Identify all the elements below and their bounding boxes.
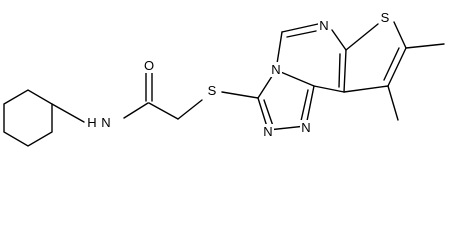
- atom-hydrogen-amide: H: [87, 115, 96, 130]
- methyl-bond-c9: [387, 85, 399, 121]
- triazole-c4a-n1: [305, 85, 315, 127]
- pyrimidine-c6a-c9a: [343, 49, 347, 93]
- bond-nitrogen-carbonyl: [123, 102, 149, 119]
- bond-methylene-sulfur: [177, 99, 203, 120]
- bond-lines: [3, 21, 445, 147]
- atom-nitrogen-bridgehead: N: [271, 62, 280, 77]
- atom-nitrogen-pyrimidine: N: [319, 18, 328, 33]
- triazole-n1-n2: [267, 125, 307, 131]
- atom-sulfur-thiophene: S: [381, 10, 390, 25]
- pyrimidine-n6-c6a: [331, 29, 347, 51]
- pyrimidine-c5-n6-double: [286, 30, 317, 38]
- pyrimidine-c5-n6: [281, 23, 319, 33]
- thiophene-c9-c9a: [343, 85, 389, 93]
- methyl-bond-c8: [405, 43, 445, 49]
- bond-cyclohexyl-nitrogen: [51, 103, 85, 123]
- thiophene-c8-c9: [387, 47, 407, 87]
- atom-oxygen-amide: O: [144, 58, 154, 73]
- pyrimidine-c9a-c4a: [313, 85, 345, 93]
- atom-nitrogen-amide: N: [101, 115, 110, 130]
- triazole-n4-c4a: [275, 69, 315, 87]
- atom-sulfur-thioether: S: [208, 83, 217, 98]
- triazole-c3-n2-double: [263, 99, 274, 127]
- chemical-structure-diagram: O H N S N N N N S: [3, 10, 445, 147]
- atom-labels: O H N S N N N N S: [86, 10, 391, 139]
- thiophene-c8-c9-double: [383, 47, 400, 81]
- bond-sulfur-triazole: [221, 91, 259, 99]
- bond-carbonyl-methylene: [148, 102, 179, 120]
- thiophene-c6a-s7: [345, 23, 379, 51]
- thiophene-s7-c8: [393, 21, 407, 49]
- thiophene-c9a-c6a-inner: [338, 53, 341, 88]
- atom-nitrogen-triazole-1: N: [301, 120, 310, 135]
- triazole-c4a-n1-double: [300, 89, 309, 122]
- structure-canvas: O H N S N N N N S: [3, 10, 445, 147]
- atom-nitrogen-triazole-2: N: [263, 124, 272, 139]
- cyclohexane-ring: [3, 89, 53, 147]
